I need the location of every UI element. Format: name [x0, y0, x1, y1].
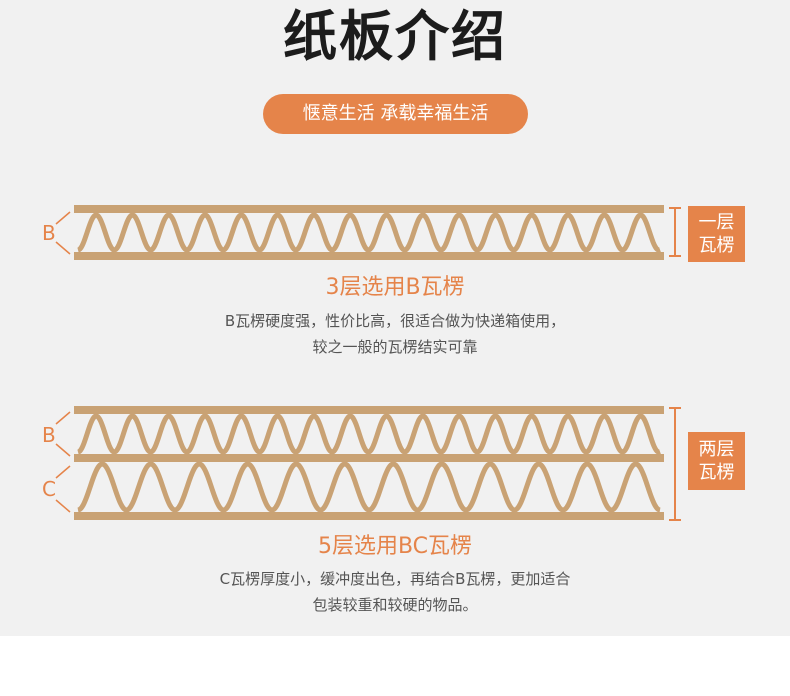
tag-line: 瓦楞	[698, 462, 735, 483]
single-layer-tag: 一层 瓦楞	[688, 206, 745, 262]
slogan-badge: 惬意生活 承载幸福生活	[263, 94, 528, 134]
double-wall-board-diagram: B C	[42, 406, 681, 521]
top-liner	[74, 205, 664, 213]
c-flute-wave	[77, 461, 661, 513]
b-flute-wave	[77, 413, 661, 455]
bracket-line	[55, 443, 71, 457]
top-liner	[74, 406, 664, 414]
double-layer-tag: 两层 瓦楞	[688, 432, 745, 490]
bracket-line	[55, 499, 71, 513]
single-wall-board-diagram: B	[42, 205, 681, 260]
bracket-line	[55, 211, 71, 225]
single-wall-caption: 3层选用B瓦楞	[325, 275, 465, 300]
double-wall-caption: 5层选用BC瓦楞	[317, 534, 473, 559]
flute-letter-b: B	[42, 221, 56, 245]
flute-letter-b: B	[42, 423, 56, 447]
bracket-line	[55, 241, 71, 255]
single-wall-desc-line2: 较之一般的瓦楞结实可靠	[312, 338, 478, 356]
single-wall-desc-line1: B瓦楞硬度强，性价比高，很适合做为快递箱使用，	[224, 312, 566, 330]
b-flute-wave	[77, 212, 661, 253]
bracket-line	[55, 465, 71, 479]
double-wall-desc-line2: 包装较重和较硬的物品。	[312, 596, 478, 614]
bottom-liner	[74, 252, 664, 260]
tag-line: 两层	[698, 439, 735, 460]
bracket-line	[55, 411, 71, 425]
bottom-liner	[74, 512, 664, 520]
middle-liner	[74, 454, 664, 462]
page-title: 纸板介绍	[283, 5, 507, 68]
flute-letter-c: C	[42, 477, 56, 501]
tag-line: 瓦楞	[698, 235, 735, 256]
double-wall-desc-line1: C瓦楞厚度小，缓冲度出色，再结合B瓦楞，更加适合	[219, 570, 571, 588]
tag-line: 一层	[698, 212, 735, 233]
